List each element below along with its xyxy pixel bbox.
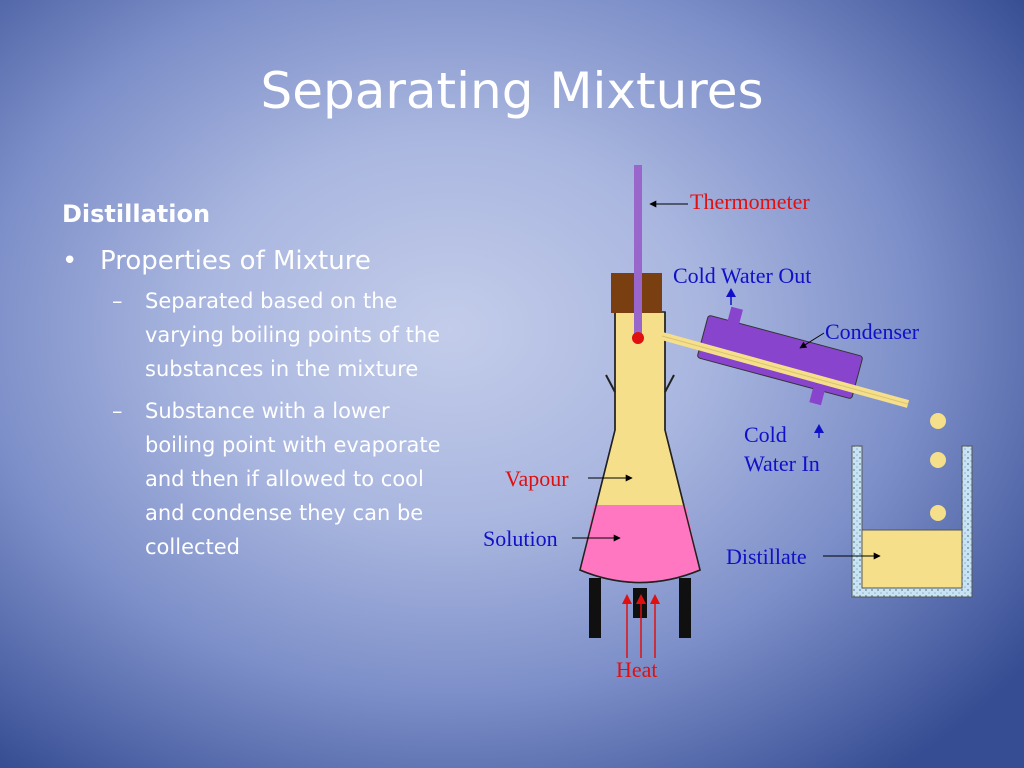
heat-arrows [622, 594, 660, 658]
stand-leg-right [679, 578, 691, 638]
sub-bullet-1: – Separated based on the varying boiling… [112, 284, 482, 386]
text-line: Separated based on the [145, 289, 398, 313]
flask [579, 311, 701, 584]
droplet [930, 452, 946, 468]
text-line: boiling point with evaporate [145, 433, 441, 457]
stand-leg-left [589, 578, 601, 638]
droplet [930, 505, 946, 521]
label-vapour: Vapour [505, 466, 569, 491]
sub-bullet-text: Separated based on the varying boiling p… [145, 284, 440, 386]
water-arrows [726, 288, 824, 438]
text-line: varying boiling points of the [145, 323, 441, 347]
text-line: collected [145, 535, 241, 559]
label-condenser: Condenser [825, 319, 920, 344]
text-line: and then if allowed to cool [145, 467, 424, 491]
bullet-marker: • [62, 246, 78, 276]
label-cold-water-in: Cold [744, 422, 787, 447]
label-cold-water-in-2: Water In [744, 451, 820, 476]
bullet-item: • Properties of Mixture [62, 246, 482, 276]
label-cold-water-out: Cold Water Out [673, 263, 811, 288]
bullet-text: Properties of Mixture [100, 246, 371, 276]
text-line: Substance with a lower [145, 399, 390, 423]
thermometer [634, 165, 642, 335]
section-heading: Distillation [62, 200, 211, 228]
label-solution: Solution [483, 526, 558, 551]
sub-bullet-2: – Substance with a lower boiling point w… [112, 394, 482, 564]
distillate-fill [861, 529, 963, 589]
text-line: substances in the mixture [145, 357, 419, 381]
slide-title: Separating Mixtures [260, 62, 764, 120]
text-line: and condense they can be [145, 501, 424, 525]
slide-body: Distillation • Properties of Mixture – S… [62, 200, 482, 572]
solution-fill [580, 505, 700, 583]
label-thermometer: Thermometer [690, 189, 810, 214]
label-distillate: Distillate [726, 544, 807, 569]
label-heat: Heat [616, 657, 658, 682]
sub-bullet-text: Substance with a lower boiling point wit… [145, 394, 441, 564]
receiving-beaker [851, 445, 973, 598]
sub-bullet-marker: – [112, 289, 123, 313]
distillation-diagram: Thermometer Cold Water Out Condenser Col… [483, 165, 973, 682]
droplet [930, 413, 946, 429]
thermometer-bulb [632, 332, 644, 344]
sub-bullet-marker: – [112, 399, 123, 423]
